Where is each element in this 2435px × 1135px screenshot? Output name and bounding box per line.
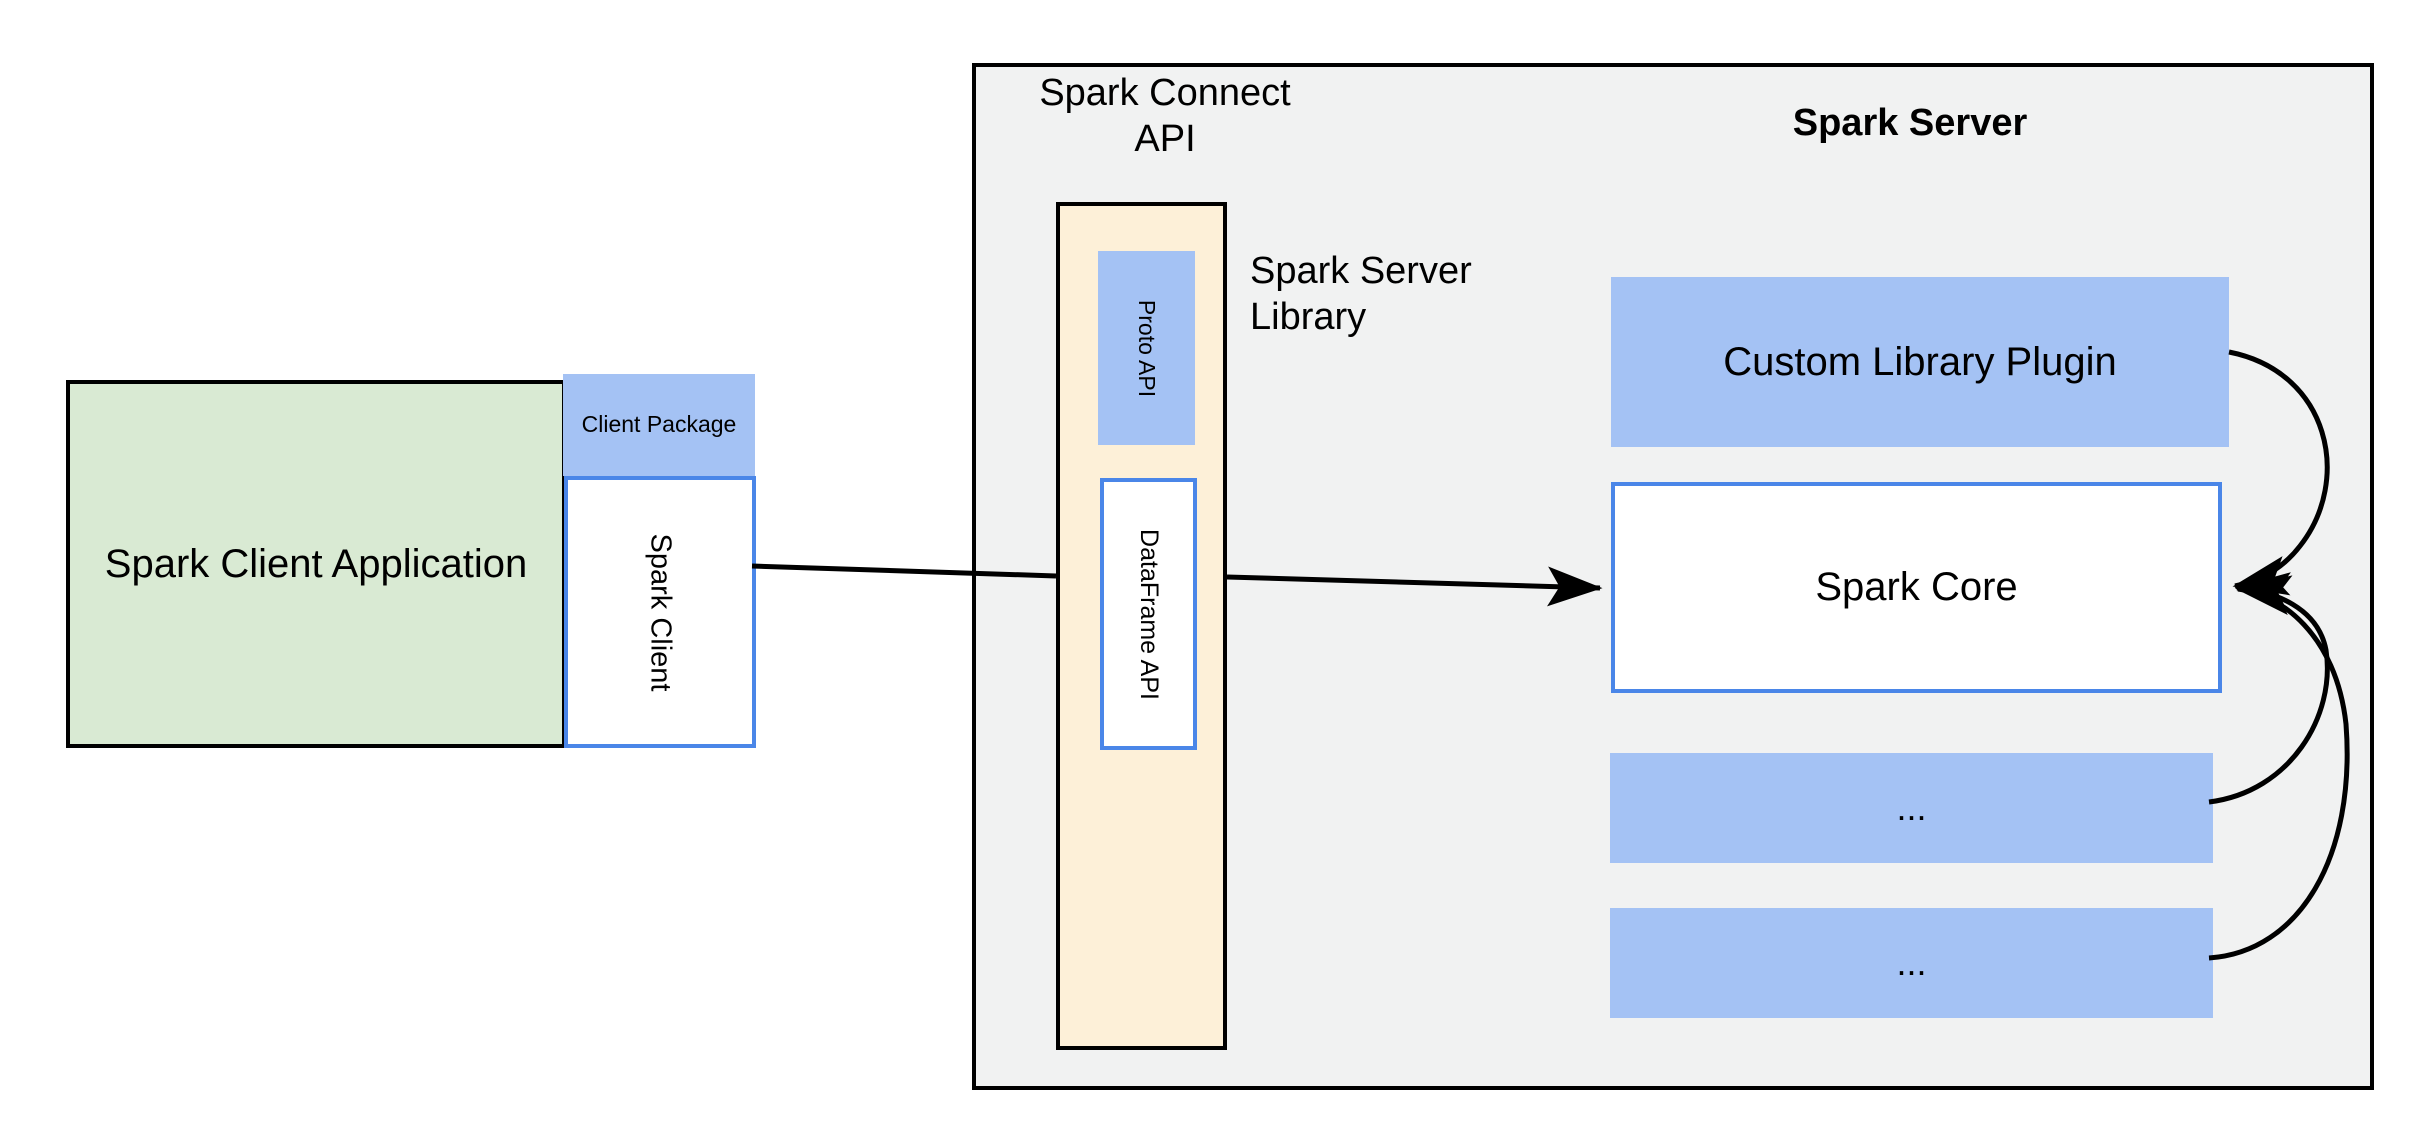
spark-client-label: Spark Client (644, 533, 677, 691)
ellipsis-box-1[interactable]: ... (1610, 753, 2213, 863)
client-package-label: Client Package (581, 411, 737, 438)
custom-library-plugin-box[interactable]: Custom Library Plugin (1611, 277, 2229, 447)
spark-client-application-label: Spark Client Application (104, 542, 528, 586)
custom-library-plugin-label: Custom Library Plugin (1723, 339, 2117, 384)
ellipsis-label-2: ... (1896, 942, 1927, 983)
spark-client-application-box[interactable]: Spark Client Application (66, 380, 566, 748)
ellipsis-box-2[interactable]: ... (1610, 908, 2213, 1018)
dataframe-api-box[interactable]: DataFrame API (1100, 478, 1197, 750)
proto-api-box[interactable]: Proto API (1098, 251, 1195, 445)
spark-core-box[interactable]: Spark Core (1611, 482, 2222, 693)
spark-connect-api-label: Spark Connect API (1039, 72, 1291, 161)
dataframe-api-label: DataFrame API (1135, 528, 1163, 700)
spark-client-box[interactable]: Spark Client (564, 476, 756, 748)
ellipsis-label-1: ... (1896, 787, 1927, 828)
spark-server-title: Spark Server (1792, 102, 2028, 144)
proto-api-label: Proto API (1134, 299, 1161, 397)
spark-core-label: Spark Core (1815, 565, 2018, 609)
client-package-box[interactable]: Client Package (563, 374, 755, 476)
spark-server-library-label: Spark Server Library (1250, 250, 1472, 339)
